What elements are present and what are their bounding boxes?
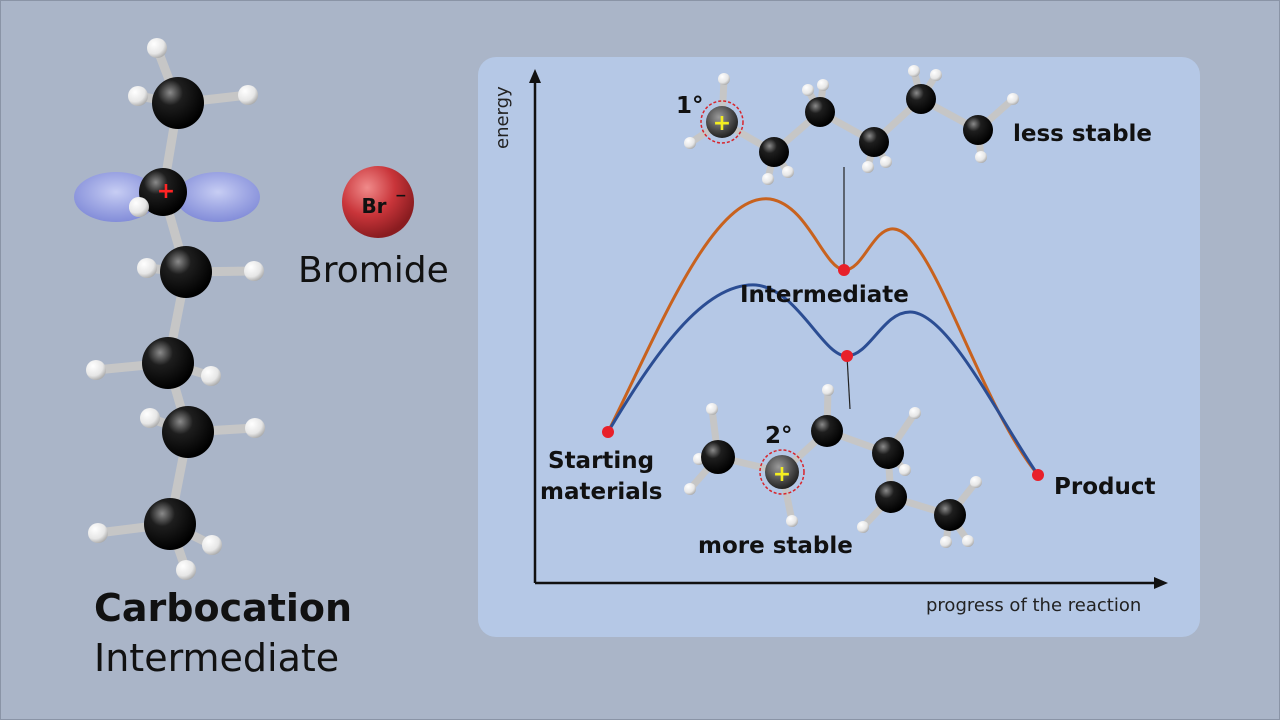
bromide-charge: −: [395, 188, 407, 204]
hydrogen-atoms: [86, 38, 265, 580]
title-carbocation: Carbocation: [94, 586, 353, 630]
more-stable-leader-line: [846, 355, 851, 410]
secondary-carbocation-model: +: [684, 384, 982, 548]
starting-label-line1: Starting: [548, 448, 655, 474]
less-stable-intermediate-point: [838, 264, 850, 276]
energy-diagram-panel: +: [478, 57, 1200, 637]
cation-plus-marker: +: [157, 179, 175, 204]
bromide-symbol: Br: [361, 194, 386, 218]
carbon-atoms: [139, 77, 214, 550]
primary-label: 1°: [676, 93, 704, 119]
intermediate-label: Intermediate: [740, 282, 909, 308]
primary-cation-plus: +: [713, 111, 731, 136]
product-label: Product: [1054, 474, 1156, 500]
less-stable-label: less stable: [1013, 121, 1153, 147]
more-stable-label: more stable: [698, 533, 853, 559]
p-orbital-lobe-right: [176, 172, 260, 222]
axes: [529, 69, 1168, 589]
secondary-label: 2°: [765, 423, 793, 449]
bromide-ion-sphere: [342, 166, 414, 238]
secondary-cation-plus: +: [773, 462, 791, 487]
energy-diagram: +: [529, 65, 1168, 589]
carbocation-molecule-model: + Br −: [74, 38, 414, 580]
title-intermediate: Intermediate: [94, 636, 340, 680]
y-axis-label: energy: [492, 86, 513, 149]
more-stable-intermediate-point: [841, 350, 853, 362]
product-point: [1032, 469, 1044, 481]
starting-label-line2: materials: [540, 479, 663, 505]
x-axis-label: progress of the reaction: [926, 595, 1142, 616]
bromide-label: Bromide: [298, 250, 449, 291]
primary-carbocation-model: +: [684, 65, 1019, 185]
starting-materials-point: [602, 426, 614, 438]
